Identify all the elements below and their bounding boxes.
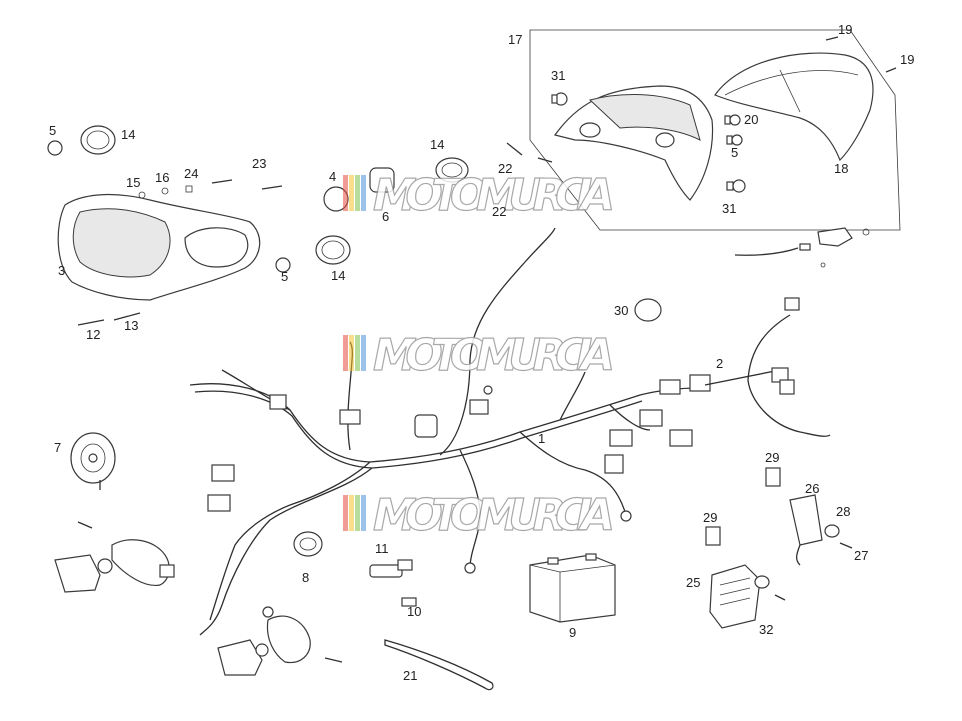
- callout-19: 19: [838, 22, 852, 37]
- watermark: MOTOMURCIA MOTOMURCIA MOTOMURCIA: [343, 169, 618, 542]
- screw-27[interactable]: [839, 542, 853, 549]
- tail-light-housing[interactable]: [553, 85, 714, 201]
- callout-5: 5: [49, 123, 56, 138]
- fuse-10[interactable]: [401, 597, 417, 607]
- callout-7: 7: [54, 440, 61, 455]
- callout-27: 27: [854, 548, 868, 563]
- headlight-assembly[interactable]: [57, 193, 261, 301]
- callout-19: 19: [900, 52, 914, 67]
- callout-5: 5: [281, 269, 288, 284]
- tail-light-inset: [529, 29, 901, 231]
- starter-relay-26[interactable]: [789, 494, 823, 566]
- watermark-stripe: [343, 495, 348, 531]
- callout-26: 26: [805, 481, 819, 496]
- battery-strap-21[interactable]: [384, 639, 494, 691]
- watermark-stripe: [349, 335, 354, 371]
- washer-32[interactable]: [754, 575, 786, 601]
- sub-harness-2[interactable]: [704, 297, 831, 437]
- callout-11: 11: [375, 541, 389, 556]
- bulb-5-inset[interactable]: [726, 134, 743, 146]
- callout-6: 6: [382, 209, 389, 224]
- callout-8: 8: [302, 570, 309, 585]
- callout-20: 20: [744, 112, 758, 127]
- callout-22: 22: [498, 161, 512, 176]
- cable-clamp-8[interactable]: [293, 531, 323, 557]
- watermark-stripe: [361, 175, 366, 211]
- callout-31: 31: [722, 201, 736, 216]
- watermark-stripe: [355, 335, 360, 371]
- bulb-20[interactable]: [724, 114, 741, 126]
- callout-23: 23: [252, 156, 266, 171]
- screws-12-13[interactable]: [77, 179, 283, 326]
- watermark-logo: MOTOMURCIA: [343, 169, 618, 222]
- bulb-31-top[interactable]: [551, 92, 568, 106]
- nuts-15-16-24[interactable]: [138, 185, 193, 199]
- callout-1: 1: [538, 431, 545, 446]
- callout-14: 14: [430, 137, 444, 152]
- regulator-25[interactable]: [709, 564, 761, 629]
- callout-32: 32: [759, 622, 773, 637]
- callout-30: 30: [614, 303, 628, 318]
- watermark-stripe: [349, 175, 354, 211]
- watermark-text: MOTOMURCIA: [373, 490, 618, 541]
- bulb-holder-14[interactable]: [80, 125, 469, 265]
- callout-15: 15: [126, 175, 140, 190]
- washer-28[interactable]: [824, 524, 840, 538]
- part-22[interactable]: [506, 142, 553, 163]
- watermark-logo: MOTOMURCIA: [343, 329, 618, 382]
- callout-3: 3: [58, 263, 65, 278]
- fuse-holder-11[interactable]: [369, 559, 413, 578]
- callout-9: 9: [569, 625, 576, 640]
- watermark-stripe: [343, 335, 348, 371]
- callout-29: 29: [765, 450, 779, 465]
- callout-17: 17: [508, 32, 522, 47]
- callout-14: 14: [331, 268, 345, 283]
- watermark-stripe: [355, 495, 360, 531]
- horn-7[interactable]: [70, 432, 116, 490]
- callout-12: 12: [86, 327, 100, 342]
- callout-2: 2: [716, 356, 723, 371]
- screw-19[interactable]: [825, 36, 897, 73]
- callout-24: 24: [184, 166, 198, 181]
- plate-light[interactable]: [734, 227, 870, 268]
- callout-13: 13: [124, 318, 138, 333]
- callout-29: 29: [703, 510, 717, 525]
- callout-25: 25: [686, 575, 700, 590]
- watermark-text: MOTOMURCIA: [373, 330, 618, 381]
- watermark-stripe: [343, 175, 348, 211]
- wiring-harness[interactable]: [189, 227, 711, 636]
- tail-light-lens[interactable]: [714, 52, 874, 162]
- watermark-stripe: [361, 495, 366, 531]
- watermark-logo: MOTOMURCIA: [343, 489, 618, 542]
- bulb-4[interactable]: [323, 167, 395, 212]
- callout-28: 28: [836, 504, 850, 519]
- callout-4: 4: [329, 169, 336, 184]
- watermark-stripe: [361, 335, 366, 371]
- callout-10: 10: [407, 604, 421, 619]
- bulb-31-bottom[interactable]: [726, 179, 746, 193]
- callout-labels: 1 2 3 4 5 5 5 6 7 8 9 10 11 12 13 14 14 …: [49, 22, 914, 683]
- watermark-stripe: [355, 175, 360, 211]
- callout-16: 16: [155, 170, 169, 185]
- callout-14: 14: [121, 127, 135, 142]
- watermark-stripe: [349, 495, 354, 531]
- callout-22: 22: [492, 204, 506, 219]
- front-turn-signal[interactable]: [54, 521, 175, 593]
- callout-31: 31: [551, 68, 565, 83]
- cable-clamp-30[interactable]: [634, 298, 662, 322]
- relay-29[interactable]: [705, 467, 781, 546]
- callout-21: 21: [403, 668, 417, 683]
- battery-9[interactable]: [529, 553, 616, 623]
- watermark-text: MOTOMURCIA: [373, 170, 618, 221]
- rear-turn-signal[interactable]: [217, 606, 343, 676]
- callout-18: 18: [834, 161, 848, 176]
- bulb-5-headlight[interactable]: [47, 140, 291, 273]
- callout-5: 5: [731, 145, 738, 160]
